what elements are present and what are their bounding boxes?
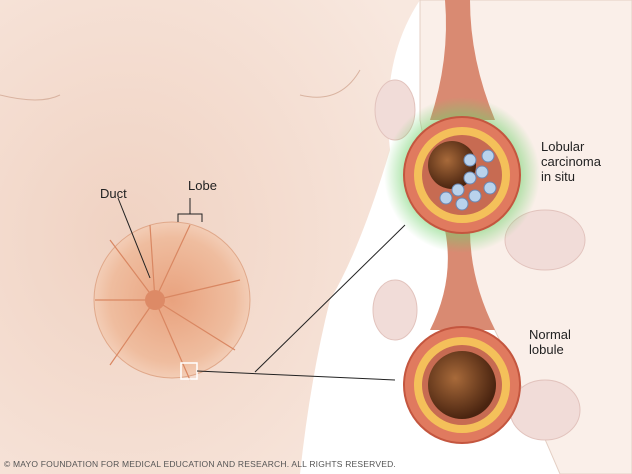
nipple bbox=[145, 290, 165, 310]
duct-pointer bbox=[117, 197, 151, 279]
label-lcis-line1: Lobular bbox=[541, 139, 585, 154]
lobe-bracket bbox=[177, 198, 203, 222]
label-normal-line2: lobule bbox=[529, 342, 564, 357]
label-normal-lobule: Normal lobule bbox=[529, 327, 571, 357]
label-lobe: Lobe bbox=[188, 178, 217, 193]
label-lcis-line2: carcinoma bbox=[541, 154, 601, 169]
breast bbox=[93, 221, 251, 379]
copyright-notice: © MAYO FOUNDATION FOR MEDICAL EDUCATION … bbox=[4, 459, 396, 469]
label-duct: Duct bbox=[100, 186, 127, 201]
label-lcis-line3: in situ bbox=[541, 169, 575, 184]
label-normal-line1: Normal bbox=[529, 327, 571, 342]
label-lcis: Lobular carcinoma in situ bbox=[541, 139, 601, 184]
